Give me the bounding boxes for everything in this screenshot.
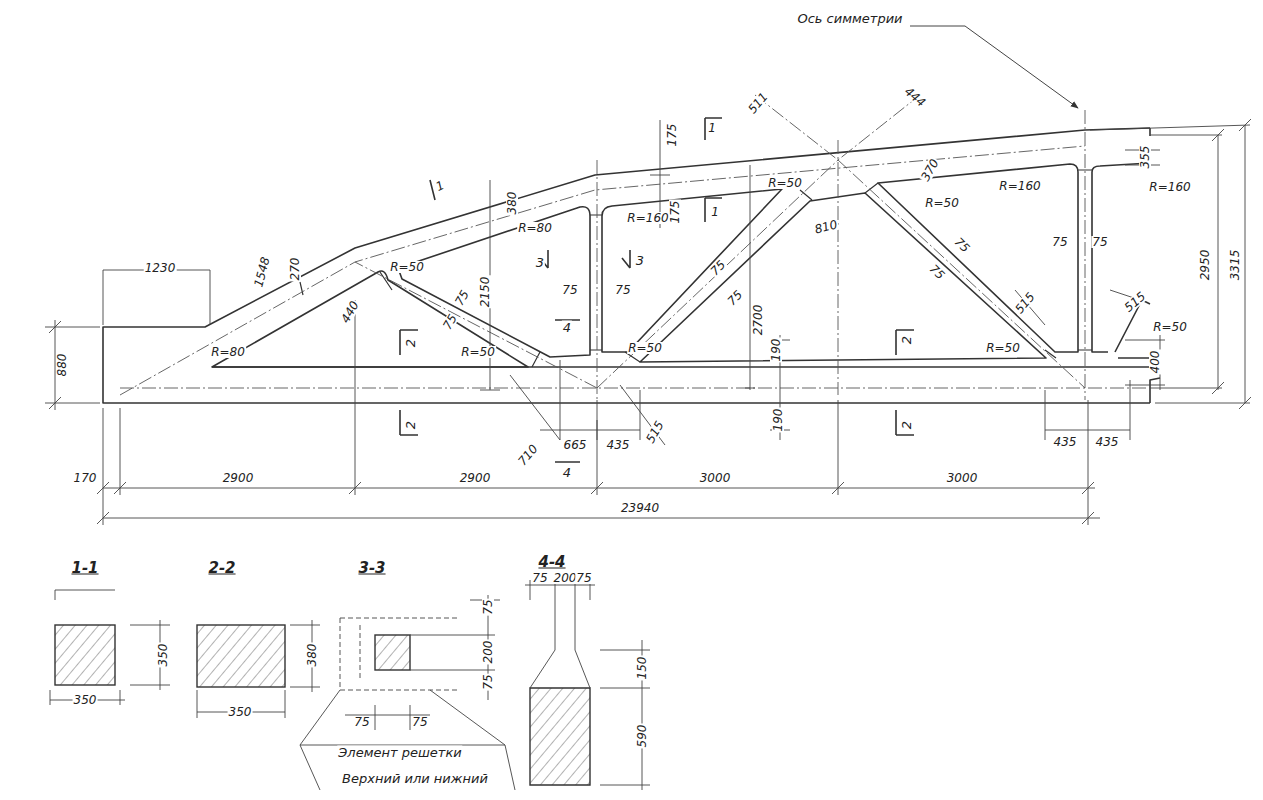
dimension-label: R=50 [924, 197, 960, 209]
dimension-label: 350 [228, 706, 253, 718]
dimension-label: 4 [562, 466, 572, 479]
dimension-label: 200 [553, 572, 578, 584]
dimension-label: 75 [353, 716, 370, 728]
dimension-label: 75 [708, 258, 729, 279]
dimension-label: 515 [1122, 289, 1149, 314]
dimension-label: 23940 [620, 502, 660, 514]
dimension-label: 3-3 [357, 561, 386, 576]
dimension-label: Ось симметрии [796, 12, 903, 25]
dimension-label: 710 [515, 442, 540, 469]
dimension-label: 75 [561, 284, 578, 296]
dimension-label: 75 [482, 673, 494, 690]
dimension-label: 190 [772, 408, 784, 433]
dimension-label: 880 [56, 353, 68, 378]
dimension-label: 2150 [479, 276, 491, 309]
dimension-label: 355 [1139, 145, 1151, 170]
dimension-label: 3 [535, 256, 545, 269]
dimension-label: 665 [563, 439, 588, 451]
dimension-label: 75 [452, 288, 471, 309]
dimension-label: 2900 [459, 472, 492, 484]
dimension-label: 175 [669, 200, 681, 225]
dimension-label: R=50 [767, 177, 803, 189]
dimension-label: 350 [73, 694, 98, 706]
dimension-label: 75 [725, 288, 746, 309]
dimension-label: 1 [707, 122, 717, 134]
dimension-label: 75 [1091, 236, 1108, 248]
dimension-label: 170 [73, 472, 98, 484]
dimension-label: 2 [900, 335, 913, 345]
dimension-label: R=160 [998, 180, 1041, 192]
dimension-label: 4 [562, 321, 572, 334]
dimension-label: 75 [482, 598, 494, 615]
dimension-label: Верхний или нижний [341, 772, 489, 785]
dimension-label: 3000 [699, 472, 732, 484]
dimension-label: 2700 [752, 304, 764, 337]
dimension-label: 2 [900, 420, 913, 430]
dimension-label: 2 [404, 338, 417, 348]
dimension-label: 1 [710, 206, 720, 218]
dimension-label: 270 [289, 257, 301, 282]
dimension-label: 2-2 [207, 561, 236, 576]
dimension-label: R=160 [626, 212, 669, 224]
dimension-label: 2 [404, 420, 417, 430]
dimension-label: 590 [636, 724, 648, 749]
dimension-label: Элемент решетки [337, 746, 462, 759]
dimension-label: 190 [770, 338, 782, 363]
dimension-label: 444 [902, 84, 929, 109]
dimension-label: 4-4 [537, 555, 566, 570]
dimension-label: R=160 [1148, 181, 1191, 193]
dimension-label: 75 [531, 572, 548, 584]
dimension-label: R=50 [389, 261, 425, 273]
dimension-label: 1-1 [70, 561, 99, 576]
dimension-label: 3315 [1229, 249, 1241, 282]
dimension-label: R=50 [985, 342, 1021, 354]
dimension-label: 3000 [946, 472, 979, 484]
dimension-label: 810 [812, 218, 839, 236]
dimension-label: 1 [433, 179, 447, 194]
dimension-label: 380 [506, 191, 518, 216]
dimension-label: 150 [636, 656, 648, 681]
dimension-label: 75 [575, 572, 592, 584]
dimension-label: 75 [411, 716, 428, 728]
dimension-label: 400 [1149, 350, 1161, 375]
dimension-label: 1548 [252, 255, 272, 290]
dimension-label: 2900 [222, 472, 255, 484]
dimension-label: R=50 [460, 346, 496, 358]
dimension-label: 435 [606, 439, 631, 451]
dimension-label: 175 [666, 123, 678, 148]
dimension-label: 75 [614, 284, 631, 296]
dimension-label: 2950 [1199, 249, 1211, 282]
dimension-label: 435 [1053, 436, 1078, 448]
dimension-label: 1230 [144, 262, 177, 274]
dimension-label: 380 [306, 643, 318, 668]
dimension-label: 75 [1051, 236, 1068, 248]
dimension-label: 200 [482, 640, 494, 665]
dimension-label: 350 [157, 643, 169, 668]
dimension-label: R=50 [1152, 321, 1188, 333]
dimension-label: R=80 [210, 346, 246, 358]
dimension-label: 440 [339, 298, 362, 326]
dimension-label: 511 [745, 90, 770, 117]
dimension-label: R=50 [627, 342, 663, 354]
dimension-label: 3 [635, 254, 645, 267]
dimension-label: R=80 [517, 222, 553, 234]
dimension-label: 75 [952, 235, 973, 256]
dimension-label: 435 [1095, 436, 1120, 448]
